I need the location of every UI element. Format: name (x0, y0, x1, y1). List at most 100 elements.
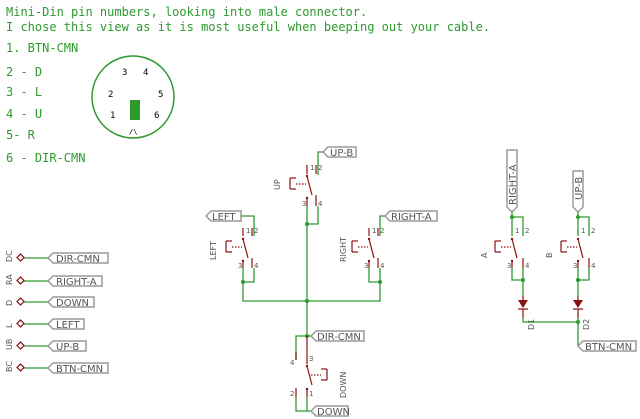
junction-dot (378, 280, 382, 284)
pin-legend-3: 3 - L (6, 85, 42, 99)
pin-number: 2 (591, 227, 595, 235)
pin-number: 4 (380, 262, 385, 270)
net-label-box (576, 340, 637, 352)
switch-down: 4 3 2 1 DOWN DOWN (290, 335, 350, 418)
button-switches: RIGHT-A 1 2 3 4 A UP-B (480, 149, 637, 353)
net-label-box (46, 275, 103, 287)
switch-a: RIGHT-A 1 2 3 4 A (480, 149, 530, 296)
pin-legend-4: 4 - U (6, 107, 42, 121)
mini-din-diagram: 3 4 2 5 1 6 /\ (91, 55, 175, 139)
btn-common-label: BTN-CMN (585, 342, 632, 353)
switch-left: LEFT 1 2 3 4 LEFT (204, 210, 259, 283)
pin-number: 1 (581, 227, 585, 235)
pin-number: 3 (507, 262, 511, 270)
cable-connector: DC DIR-CMN RA RIGHT-A D DOWN L (5, 250, 109, 375)
net-label: RIGHT-A (391, 212, 432, 223)
pin-number: 2 (318, 164, 322, 172)
net-label-box (46, 340, 87, 352)
net-label: LEFT (56, 320, 80, 331)
connector-row: RA RIGHT-A (5, 274, 103, 288)
direction-switches: UP-B 1 2 3 4 UP LEFT (204, 146, 438, 418)
switch-b: UP-B 1 2 3 4 B (545, 170, 596, 296)
pin-number: 2 (254, 227, 258, 235)
pin-number: 1 (372, 227, 376, 235)
connector-pin-label: UB (5, 339, 14, 350)
din-key-mark: /\ (129, 128, 137, 136)
net-label-box (309, 330, 365, 342)
diode-label: D2 (582, 319, 591, 330)
pin-number: 1 (246, 227, 250, 235)
net-label-box (321, 146, 357, 158)
net-label: LEFT (212, 212, 236, 223)
diode-d1: D1 (518, 296, 536, 330)
switch-ref: LEFT (209, 241, 218, 260)
dir-common-label: DIR-CMN (317, 332, 361, 343)
net-label: DOWN (317, 407, 350, 418)
net-label-box (506, 149, 518, 214)
pin-legend-5: 5- R (6, 128, 36, 142)
net-label: UP-B (56, 342, 79, 353)
connector-row: UB UP-B (5, 339, 87, 353)
connector-row: DC DIR-CMN (5, 250, 109, 265)
pin-number: 4 (318, 200, 323, 208)
junction-dot (576, 278, 580, 282)
pin-number: 4 (591, 262, 596, 270)
switch-ref: B (545, 253, 554, 259)
switch-up: UP-B 1 2 3 4 UP (273, 146, 357, 225)
net-label: DOWN (56, 298, 89, 309)
net-label: BTN-CMN (56, 364, 103, 375)
pin-number: 4 (254, 262, 259, 270)
note-line-1: Mini-Din pin numbers, looking into male … (6, 5, 367, 19)
connector-row: L LEFT (5, 318, 85, 331)
din-pin-6: 6 (154, 111, 159, 121)
junction-dot (305, 299, 309, 303)
diode-d2: D2 (573, 296, 591, 330)
note-line-2: I chose this view as it is most useful w… (6, 20, 490, 34)
pin-number: 3 (238, 262, 242, 270)
junction-dot (576, 320, 580, 324)
net-label-box (46, 296, 95, 308)
din-pin-2: 2 (108, 90, 113, 100)
junction-dot (576, 215, 580, 219)
pin-number: 3 (573, 262, 577, 270)
pin-number: 3 (302, 200, 306, 208)
pin-number: 1 (515, 227, 519, 235)
pin-number: 4 (525, 262, 530, 270)
pin-number: 4 (290, 359, 295, 367)
din-pin-3: 3 (122, 68, 127, 78)
junction-dot (241, 280, 245, 284)
net-label: UP-B (574, 177, 585, 200)
switch-ref: RIGHT (339, 237, 348, 262)
connector-pin-label: L (5, 323, 14, 328)
pin-number: 1 (309, 390, 313, 398)
diode-label: D1 (527, 319, 536, 330)
din-key (130, 100, 140, 120)
net-label: UP-B (330, 148, 353, 159)
pin-number: 2 (525, 227, 529, 235)
net-label-box (572, 170, 584, 214)
connector-pin-label: DC (5, 250, 14, 262)
connector-pin-label: D (5, 300, 14, 306)
switch-ref: A (480, 252, 489, 258)
dir-common-bus (242, 282, 381, 302)
junction-dot (305, 222, 309, 226)
din-outline (91, 55, 175, 139)
net-label-box (46, 362, 109, 374)
net-label: RIGHT-A (56, 277, 97, 288)
net-label-box (383, 210, 438, 222)
net-label: RIGHT-A (508, 164, 519, 205)
connector-pin-label: BC (5, 361, 14, 372)
diode-d2-body (573, 300, 583, 308)
net-label-box (46, 318, 85, 330)
switch-ref: DOWN (339, 372, 348, 398)
junction-dot (521, 278, 525, 282)
din-pin-1: 1 (110, 111, 115, 121)
net-label-box (309, 405, 349, 417)
connector-row: BC BTN-CMN (5, 361, 109, 375)
pin-number: 2 (380, 227, 384, 235)
switch-right: RIGHT-A 1 2 3 4 RIGHT (339, 210, 438, 283)
pin-number: 3 (309, 355, 313, 363)
pin-legend-1: 1. BTN-CMN (6, 41, 78, 55)
